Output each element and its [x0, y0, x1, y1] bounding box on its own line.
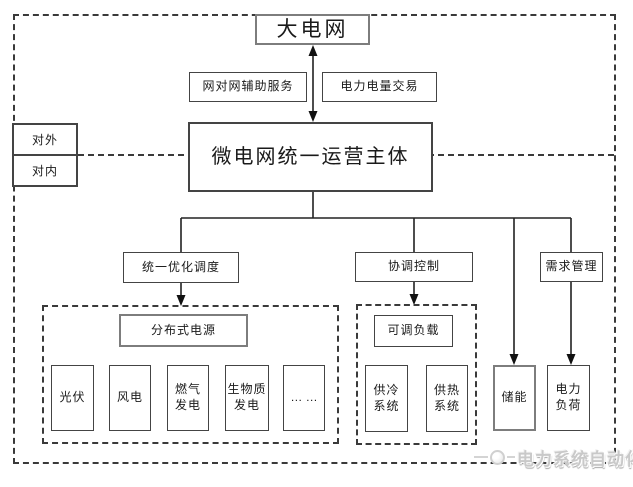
psa-logo-icon — [490, 449, 505, 465]
gas-generation-box: 燃气 发电 — [167, 365, 209, 431]
adjustable-load-title-box: 可调负载 — [374, 315, 453, 347]
big-grid-box: 大电网 — [255, 14, 370, 45]
watermark: 电力系统自动化 — [474, 446, 633, 469]
power-energy-trading-box: 电力电量交易 — [322, 72, 437, 102]
demand-management-box: 需求管理 — [540, 252, 603, 282]
distributed-generation-title-box: 分布式电源 — [119, 314, 248, 347]
grid-to-grid-ancillary-service-box: 网对网辅助服务 — [189, 72, 307, 102]
more-sources-box: … … — [283, 365, 325, 431]
unified-optimal-dispatch-box: 统一优化调度 — [123, 252, 239, 283]
watermark-dash — [507, 456, 515, 458]
wind-power-box: 风电 — [109, 365, 151, 431]
watermark-dash — [474, 456, 488, 458]
distributed-generation-group — [42, 305, 339, 444]
coordinated-control-box: 协调控制 — [355, 252, 473, 282]
external-internal-legend: 对外 对内 — [12, 123, 78, 187]
adjustable-load-group — [356, 304, 477, 445]
pv-box: 光伏 — [51, 365, 94, 431]
watermark-text: 电力系统自动化 — [517, 449, 633, 469]
cooling-system-box: 供冷 系统 — [365, 365, 408, 432]
power-load-box: 电力 负荷 — [547, 365, 590, 431]
external-label: 对外 — [14, 125, 76, 156]
biomass-generation-box: 生物质 发电 — [225, 365, 269, 431]
internal-label: 对内 — [31, 164, 58, 178]
energy-storage-box: 储能 — [493, 365, 536, 431]
microgrid-unified-operator-box: 微电网统一运营主体 — [188, 122, 433, 192]
heating-system-box: 供热 系统 — [426, 365, 468, 432]
